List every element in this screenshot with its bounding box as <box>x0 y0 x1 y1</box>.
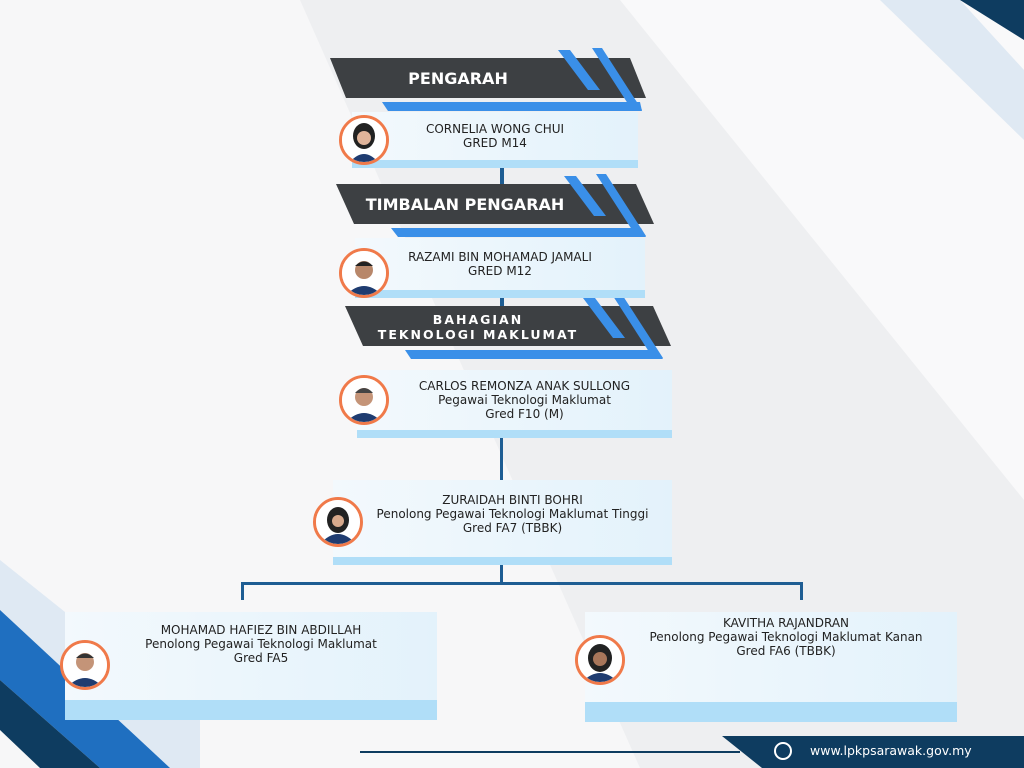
avatar <box>60 640 110 690</box>
avatar <box>339 115 389 165</box>
person-name: RAZAMI BIN MOHAMAD JAMALI <box>408 250 592 264</box>
person-title: Penolong Pegawai Teknologi Maklumat Kana… <box>649 630 923 644</box>
person-grade: GRED M14 <box>463 136 527 150</box>
header-timbalan-pengarah: TIMBALAN PENGARAH <box>336 174 654 237</box>
connector <box>241 582 244 600</box>
connector <box>500 166 504 186</box>
footer-bar: www.lpkpsarawak.gov.my <box>722 736 1024 768</box>
header-pengarah: PENGARAH <box>330 48 646 111</box>
person-grade: GRED M12 <box>468 264 532 278</box>
person-name: ZURAIDAH BINTI BOHRI <box>442 492 583 507</box>
header-title: TIMBALAN PENGARAH <box>365 195 565 214</box>
person-name: MOHAMAD HAFIEZ BIN ABDILLAH <box>160 622 362 637</box>
avatar <box>313 497 363 547</box>
header-line2: TEKNOLOGI MAKLUMAT <box>377 326 579 342</box>
person-name: CARLOS REMONZA ANAK SULLONG <box>418 379 631 393</box>
connector <box>241 582 803 585</box>
header-line1: BAHAGIAN <box>432 311 524 327</box>
person-grade: Gred FA5 <box>233 650 289 665</box>
connector <box>800 582 803 600</box>
header-title: PENGARAH <box>408 69 508 88</box>
avatar <box>339 375 389 425</box>
person-grade: Gred FA7 (TBBK) <box>462 520 563 535</box>
person-name: CORNELIA WONG CHUI <box>425 122 565 136</box>
connector <box>500 296 504 308</box>
avatar <box>575 635 625 685</box>
person-title: Pegawai Teknologi Maklumat <box>438 393 611 407</box>
person-grade: Gred FA6 (TBBK) <box>736 644 836 658</box>
person-title: Penolong Pegawai Teknologi Maklumat <box>145 636 377 651</box>
avatar <box>339 248 389 298</box>
website-link[interactable]: www.lpkpsarawak.gov.my <box>810 743 972 758</box>
globe-icon <box>774 742 792 760</box>
person-name: KAVITHA RAJANDRAN <box>722 616 850 630</box>
person-title: Penolong Pegawai Teknologi Maklumat Ting… <box>376 506 649 521</box>
connector <box>500 438 503 480</box>
connector <box>500 565 503 583</box>
person-grade: Gred F10 (M) <box>485 407 564 421</box>
